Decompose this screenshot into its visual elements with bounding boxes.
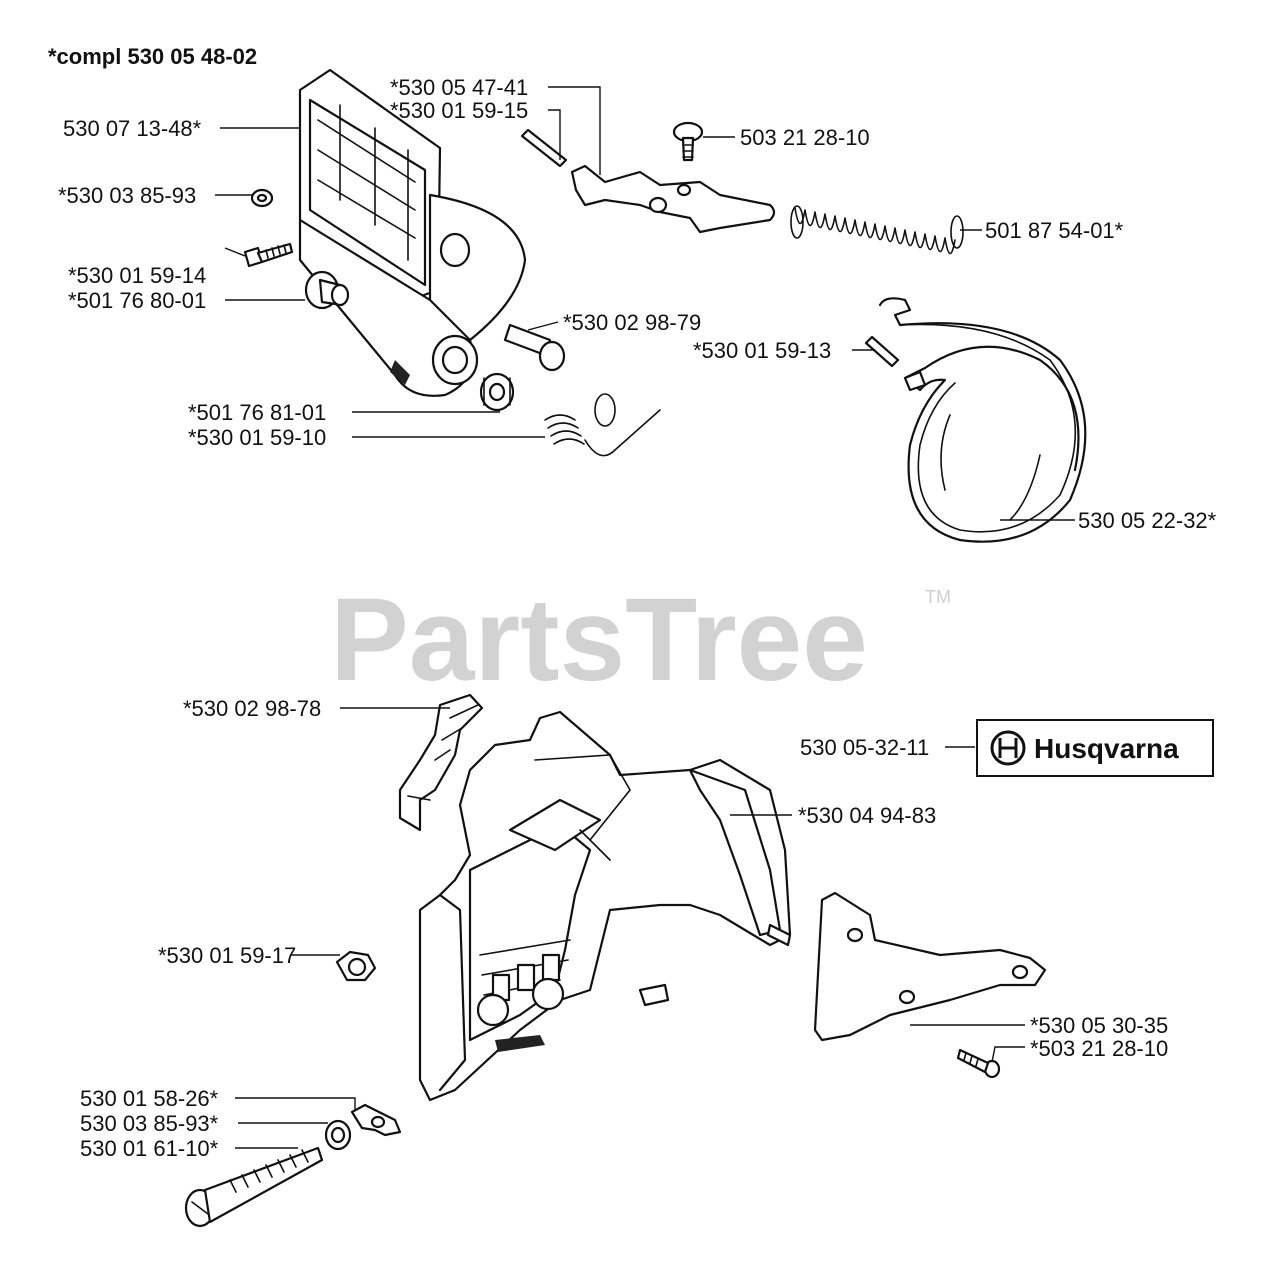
lever-pin [520, 128, 568, 168]
plate-screw [956, 1048, 1001, 1079]
screw-part [243, 242, 294, 268]
label-501-87-54-01: 501 87 54-01* [985, 218, 1124, 243]
label-530-01-59-17: *530 01 59-17 [158, 943, 296, 968]
label-530-05-22-32: 530 05 22-32* [1078, 508, 1217, 533]
chain-guard-cover [418, 710, 792, 1102]
guard-plate [813, 891, 1047, 1042]
label-530-02-98-79: *530 02 98-79 [563, 310, 701, 335]
tensioner-nut-plate [350, 1103, 402, 1137]
tensioner-screw [184, 1146, 324, 1228]
decal-brand: Husqvarna [1034, 733, 1179, 764]
bolt-part [503, 323, 566, 372]
label-530-01-61-10: 530 01 61-10* [80, 1136, 219, 1161]
brake-handle-guard [298, 68, 527, 397]
watermark: PartsTree [330, 574, 868, 706]
label-530-02-98-78: *530 02 98-78 [183, 696, 321, 721]
band-pin [864, 335, 900, 368]
label-530-01-59-13: *530 01 59-13 [693, 338, 831, 363]
label-530-05-32-11: 530 05-32-11 [800, 735, 929, 760]
label-501-76-81-01: *501 76 81-01 [188, 400, 326, 425]
husqvarna-decal: Husqvarna [976, 719, 1214, 777]
label-530-01-59-14: *530 01 59-14 [68, 263, 206, 288]
label-530-01-58-26: 530 01 58-26* [80, 1086, 219, 1111]
label-530-05-30-35: *530 05 30-35 [1030, 1013, 1168, 1038]
label-501-76-80-01: *501 76 80-01 [68, 288, 206, 313]
brake-lever [570, 164, 776, 234]
torsion-spring [544, 393, 661, 457]
label-530-05-47-41: *530 05 47-41 [390, 75, 528, 100]
tensioner-washer [324, 1119, 352, 1151]
bushing-part-2 [479, 372, 515, 412]
label-530-01-59-10: *530 01 59-10 [188, 425, 326, 450]
brake-band [878, 297, 1087, 543]
assembly-title: *compl 530 05 48-02 [48, 44, 257, 69]
lever-screw [672, 121, 704, 162]
label-503-21-28-10-a: 503 21 28-10 [740, 125, 870, 150]
watermark-trademark: TM [925, 587, 951, 607]
label-530-01-59-15: *530 01 59-15 [390, 98, 528, 123]
washer-part [250, 188, 274, 208]
bushing-part [304, 270, 350, 310]
label-503-21-28-10-b: *503 21 28-10 [1030, 1036, 1168, 1061]
guard-clip [398, 693, 484, 832]
label-530-03-85-93-b: 530 03 85-93* [80, 1111, 219, 1136]
label-530-03-85-93-a: *530 03 85-93 [58, 183, 196, 208]
part-labels: 530 07 13-48* *530 03 85-93 *530 01 59-1… [58, 75, 1217, 1161]
label-530-04-94-83: *530 04 94-83 [798, 803, 936, 828]
label-530-07-13-48: 530 07 13-48* [63, 116, 202, 141]
guard-nut [335, 950, 377, 982]
leader-lines [215, 86, 1075, 1149]
compression-spring [790, 205, 964, 255]
